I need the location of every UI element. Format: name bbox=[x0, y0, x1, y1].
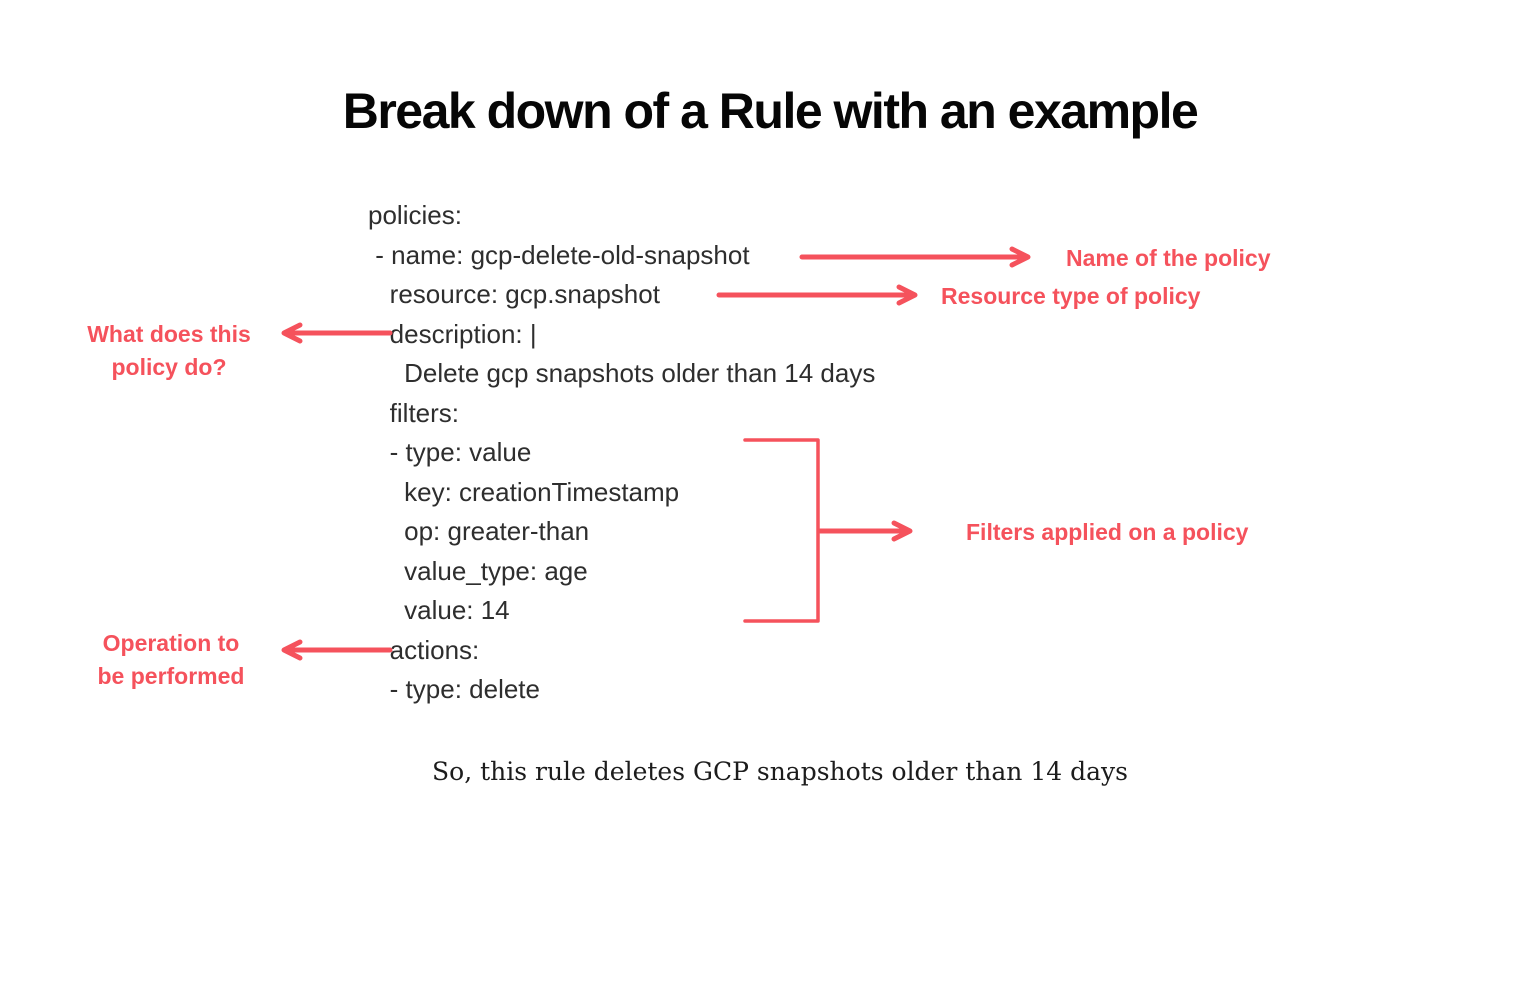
annotation-resource-type: Resource type of policy bbox=[941, 283, 1201, 309]
code-line-action-type: - type: delete bbox=[368, 674, 540, 704]
annotation-line: be performed bbox=[97, 663, 245, 689]
actions-arrow-icon bbox=[281, 639, 393, 661]
code-line-filter-key: key: creationTimestamp bbox=[368, 476, 680, 507]
code-line-policies: policies: bbox=[368, 200, 462, 230]
code-line-filter-type: - type: value bbox=[368, 437, 532, 467]
annotation-policy-name: Name of the policy bbox=[1066, 245, 1271, 271]
code-line-filter-op: op: greater-than bbox=[368, 516, 590, 546]
resource-type-arrow-icon bbox=[716, 284, 918, 306]
code-line-resource: resource: gcp.snapshot bbox=[368, 279, 660, 309]
code-line-description-text: Delete gcp snapshots older than 14 days bbox=[368, 358, 876, 388]
summary-caption: So, this rule deletes GCP snapshots olde… bbox=[432, 757, 1128, 786]
code-line-actions: actions: bbox=[368, 634, 480, 665]
annotation-line: policy do? bbox=[111, 354, 227, 380]
description-arrow-icon bbox=[281, 322, 393, 344]
code-line-filter-value: value: 14 bbox=[368, 595, 510, 625]
annotation-what-does-policy-do: What does this policy do? bbox=[58, 318, 280, 384]
annotation-filters-applied: Filters applied on a policy bbox=[966, 519, 1249, 545]
annotation-line: Operation to bbox=[102, 630, 240, 656]
diagram-title: Break down of a Rule with an example bbox=[342, 83, 1199, 139]
code-line-name: - name: gcp-delete-old-snapshot bbox=[368, 239, 750, 270]
code-line-filters: filters: bbox=[368, 397, 460, 428]
annotation-operation-to-be-performed: Operation to be performed bbox=[58, 627, 284, 693]
filters-bracket-icon bbox=[743, 438, 913, 623]
code-line-description: description: | bbox=[368, 318, 537, 349]
annotation-line: What does this bbox=[87, 321, 251, 347]
yaml-code-block: policies: - name: gcp-delete-old-snapsho… bbox=[368, 196, 875, 710]
policy-name-arrow-icon bbox=[799, 246, 1031, 268]
code-line-filter-value-type: value_type: age bbox=[368, 555, 588, 586]
